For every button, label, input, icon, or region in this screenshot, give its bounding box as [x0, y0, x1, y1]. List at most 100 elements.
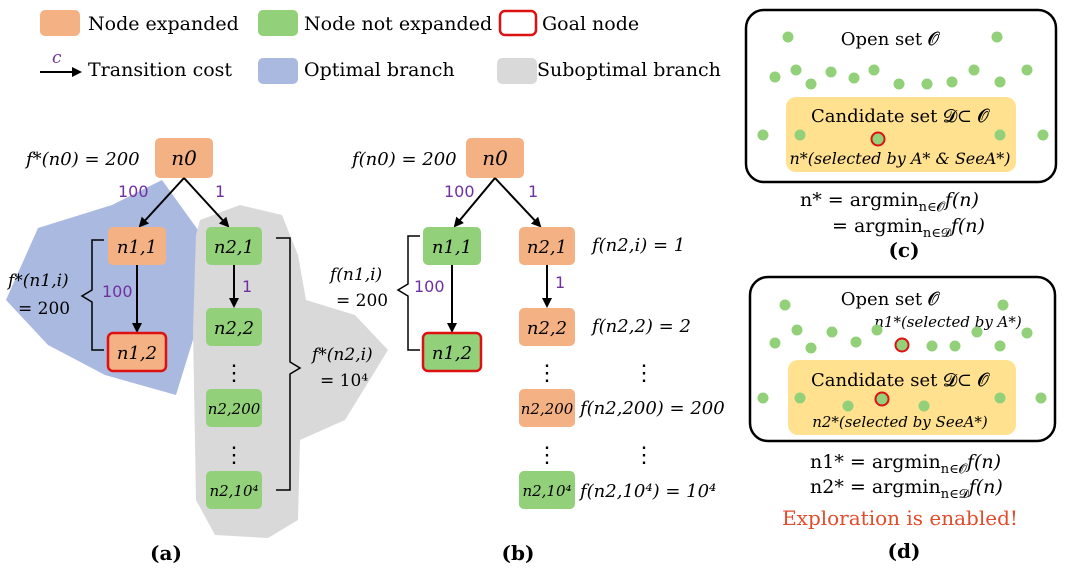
node-dot [794, 392, 806, 404]
node-n2200-b-label: n2,200 [521, 400, 574, 418]
root-f-label-b: f(n0) = 200 [350, 149, 457, 170]
node-n22-b-label: n2,2 [527, 318, 567, 339]
node-dot [997, 299, 1009, 311]
node-dot [769, 337, 781, 349]
candidate-set-label-c: Candidate set 𝓓⊂ 𝓞 [811, 106, 991, 127]
node-n11-b-label: n1,1 [432, 237, 472, 258]
f-n2200-b: f(n2,200) = 200 [578, 398, 725, 419]
legend-cost-symbol: c [52, 48, 62, 68]
node-dot [921, 78, 933, 90]
node-n22-a [206, 308, 262, 346]
node-dot [994, 392, 1006, 404]
node-dot [918, 400, 930, 412]
node-dot [1037, 129, 1049, 141]
node-dot [826, 326, 838, 338]
selected1-node-d [894, 337, 910, 353]
brace-right-a-line1: f*(n2,i) [310, 345, 373, 365]
node-dot [926, 340, 938, 352]
node-dot [1021, 64, 1033, 76]
cost-1-b: 1 [528, 182, 538, 201]
brace-left-a [80, 239, 104, 351]
edge-n0-n21-a [183, 177, 230, 228]
legend-transition-label: Transition cost [88, 59, 232, 81]
node-dot [1021, 327, 1033, 339]
brace-b-line1: f(n1,i) [328, 265, 382, 285]
legend-expanded-swatch [40, 10, 80, 36]
node-dot [868, 64, 880, 76]
legend-not-expanded-label: Node not expanded [304, 13, 492, 35]
legend-goal-swatch [498, 9, 538, 37]
candidate-set-box-d [788, 360, 1016, 435]
node-n22-b [519, 308, 575, 346]
exploration-text: Exploration is enabled! [782, 506, 1018, 530]
f-n21-b: f(n2,i) = 1 [590, 235, 685, 256]
candidate-set-label-d: Candidate set 𝓓⊂ 𝓞 [811, 370, 991, 391]
node-dot [968, 64, 980, 76]
panel-a: f*(n0) = 200 n0 100 1 n1,1 100 n1,2 f*(n… [6, 138, 388, 565]
cost-1-chain-a: 1 [242, 277, 252, 296]
f-n2104-b: f(n2,10⁴) = 10⁴ [578, 481, 716, 502]
legend-optimal-label: Optimal branch [304, 59, 455, 81]
node-dot [1035, 392, 1047, 404]
node-n12-a-label: n1,2 [117, 343, 157, 364]
f-n22-b: f(n2,2) = 2 [590, 316, 691, 337]
node-dot [991, 31, 1003, 43]
node-dot [805, 78, 817, 90]
cost-1-chain-b: 1 [555, 273, 565, 292]
node-dot [994, 76, 1006, 88]
selected2-node-d [874, 391, 890, 407]
node-dot [893, 78, 905, 90]
node-n12-b-label: n1,2 [432, 343, 472, 364]
candidate-dots-c [794, 129, 1006, 141]
node-dot [971, 326, 983, 338]
node-dot [790, 64, 802, 76]
suboptimal-branch-region [193, 205, 388, 538]
node-n12-b [421, 331, 483, 373]
vdots-b-f1: ⋮ [633, 361, 655, 386]
legend-suboptimal-swatch [497, 58, 537, 84]
node-n2104-a [206, 471, 262, 509]
node-dot [757, 129, 769, 141]
cost-100-b: 100 [444, 182, 475, 201]
caption-a: (a) [150, 541, 182, 565]
node-dot [791, 324, 803, 336]
root-f-star-label: f*(n0) = 200 [24, 149, 140, 170]
node-n2104-b [519, 471, 575, 509]
cost-1-a: 1 [215, 182, 225, 201]
node-dot [794, 129, 806, 141]
legend-expanded-label: Node expanded [88, 13, 239, 35]
node-dot [850, 336, 862, 348]
candidate-dots-d [794, 392, 1006, 412]
selected-node-c [870, 131, 886, 147]
node-dot [994, 129, 1006, 141]
cost-100-mid-b: 100 [414, 277, 445, 296]
brace-b-line2: = 200 [336, 291, 388, 311]
brace-b [396, 235, 420, 351]
node-n2104-a-label: n2,10⁴ [209, 482, 258, 500]
legend-optimal-swatch [258, 58, 298, 84]
node-dot [825, 66, 837, 78]
candidate-set-box-c [786, 97, 1016, 172]
eq1-d: n1* = argminn∈𝓞f(n) [810, 451, 1001, 477]
eq1-c: n* = argminn∈𝓞f(n) [800, 189, 979, 215]
node-dot [946, 76, 958, 88]
edge-n0-n21-b [494, 177, 542, 228]
eq2-d: n2* = argminn∈𝓓f(n) [810, 476, 1003, 502]
node-n2200-b [519, 389, 575, 427]
cost-100-mid-a: 100 [102, 282, 133, 301]
node-n2104-b-label: n2,10⁴ [522, 482, 571, 500]
legend-suboptimal-label: Suboptimal branch [537, 59, 721, 81]
panel-d: Open set 𝓞 n1*(selected by A*) Candidate… [748, 275, 1057, 563]
node-dot [757, 392, 769, 404]
caption-d: (d) [888, 539, 921, 563]
open-set-dots-c [757, 31, 1049, 141]
open-set-label-c: Open set 𝓞 [841, 29, 941, 50]
edge-n0-n11-b [453, 177, 496, 228]
vdots-b-2: ⋮ [536, 443, 558, 468]
node-n11-a [108, 227, 166, 265]
vdots-b-f2: ⋮ [633, 443, 655, 468]
node-n2200-a [206, 389, 262, 427]
node-n0-a-label: n0 [171, 146, 197, 170]
brace-left-a-line1: f*(n1,i) [6, 271, 69, 291]
